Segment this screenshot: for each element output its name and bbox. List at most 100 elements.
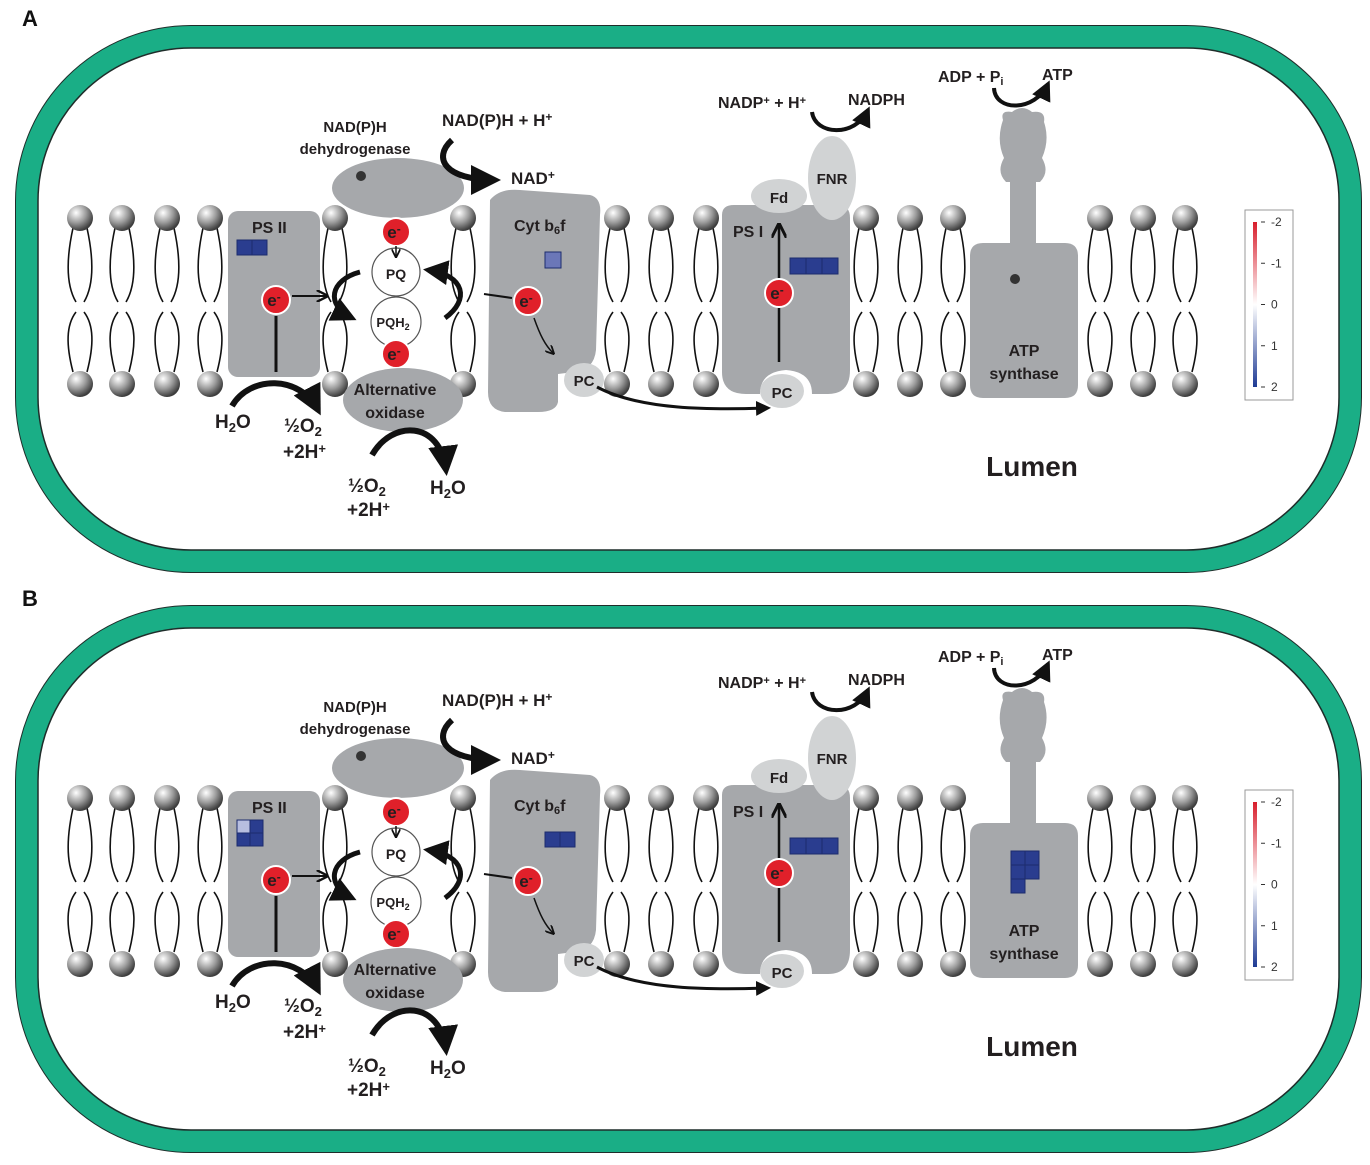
lipid-tail — [154, 227, 180, 303]
electron-label: e- — [387, 222, 400, 242]
lipid-tail — [197, 227, 223, 303]
label-alt-oxidase-2: oxidase — [365, 985, 425, 1002]
nadp-arrow — [810, 106, 871, 133]
lipid-head — [604, 371, 630, 397]
lipid-head — [693, 785, 719, 811]
lipid-tail — [154, 891, 180, 953]
label-ps2: PS II — [252, 800, 287, 817]
lipid-tail — [897, 891, 923, 953]
electron-label: e- — [387, 344, 400, 364]
label-h2o-1: H2O — [215, 992, 251, 1015]
label-atp-synthase-2: synthase — [989, 366, 1058, 383]
lipid-head — [1130, 371, 1156, 397]
lipid-tail — [853, 227, 879, 303]
lipid-tail — [604, 807, 630, 883]
ps1-heat-cell — [805, 837, 823, 855]
lipid-head — [322, 205, 348, 231]
lipid-head — [109, 951, 135, 977]
lipid-tail — [940, 891, 966, 953]
lipid-tail — [1172, 227, 1198, 303]
electron-pq-top: e- — [381, 797, 411, 827]
lipid-head — [1087, 371, 1113, 397]
cyt-to-pc-arrow — [533, 317, 553, 353]
cyt-heat-cell — [544, 251, 562, 269]
label-ps1: PS I — [733, 224, 763, 241]
lipid-tail — [1130, 311, 1156, 373]
electron-label: e- — [519, 291, 532, 311]
nadph-arrow — [440, 137, 501, 195]
lipid-tail — [1087, 311, 1113, 373]
atp-synthase-fo — [970, 823, 1078, 978]
lipid-head — [648, 205, 674, 231]
label-alt-oxidase-1: Alternative — [354, 962, 437, 979]
lipid-head — [853, 951, 879, 977]
lipid-head — [1172, 785, 1198, 811]
cyt-to-pc-arrow — [533, 897, 553, 933]
atp-heat-cell — [1010, 878, 1026, 894]
lipid-head — [853, 785, 879, 811]
legend-tick-label: -1 — [1271, 256, 1282, 270]
lipid-tail — [897, 227, 923, 303]
lipid-tail — [197, 311, 223, 373]
lipid-head — [1172, 205, 1198, 231]
electron-circle — [764, 858, 794, 888]
label-2h-2: +2H+ — [347, 1079, 390, 1101]
atp-heat-cell — [1010, 850, 1026, 866]
lipid-head — [197, 951, 223, 977]
legend-tick-label: -2 — [1271, 215, 1282, 229]
lipid-head — [604, 205, 630, 231]
lipid-tail — [604, 311, 630, 373]
cofactor-dot — [356, 171, 366, 181]
lipid-tail — [853, 311, 879, 373]
label-nadp-h: NADP+ + H+ — [718, 95, 806, 112]
ps1-heat-cell — [805, 257, 823, 275]
pq-to-cyt-line — [483, 293, 513, 299]
ps1-heat-cell — [789, 837, 807, 855]
oxidase-arrow — [369, 1007, 459, 1056]
lipid-tail — [693, 891, 719, 953]
ps1-heat-cell — [789, 257, 807, 275]
lipid-head — [450, 205, 476, 231]
electron-label: e- — [267, 290, 280, 310]
lipid-tail — [1087, 807, 1113, 883]
legend-box — [1244, 209, 1294, 401]
fd-protein — [751, 759, 807, 793]
lipid-tail — [154, 807, 180, 883]
label-pq: PQ — [386, 266, 406, 282]
lipid-head — [1172, 951, 1198, 977]
electron-pq-top: e- — [381, 217, 411, 247]
lipid-tail — [1130, 807, 1156, 883]
label-atp-synthase-1: ATP — [1009, 343, 1040, 360]
lipid-tail — [693, 311, 719, 373]
ps1-heat-cell — [821, 257, 839, 275]
lipid-tail — [109, 227, 135, 303]
label-alt-oxidase-2: oxidase — [365, 405, 425, 422]
electron-label: e- — [770, 863, 783, 883]
q-cycle-left — [328, 849, 361, 901]
lipid-head — [109, 205, 135, 231]
lipid-head — [940, 205, 966, 231]
electron-circle — [381, 339, 411, 369]
label-ps1: PS I — [733, 804, 763, 821]
pc-transfer-arrow — [596, 965, 771, 996]
ps2-heat-cell — [251, 239, 268, 256]
lipid-tail — [197, 807, 223, 883]
ps1-heat-cell — [821, 837, 839, 855]
electron-label: e- — [770, 283, 783, 303]
lipid-head — [940, 951, 966, 977]
label-h2o-1: H2O — [215, 412, 251, 435]
atp-arrow — [992, 660, 1051, 688]
water-split-arrow — [229, 380, 321, 416]
lipid-head — [693, 951, 719, 977]
lipid-head — [67, 205, 93, 231]
lipid-head — [67, 951, 93, 977]
lipid-head — [1130, 951, 1156, 977]
lipid-tail — [1130, 891, 1156, 953]
lipid-tail — [693, 807, 719, 883]
electron-ps1: e- — [764, 858, 794, 888]
lipid-tail — [322, 227, 348, 303]
